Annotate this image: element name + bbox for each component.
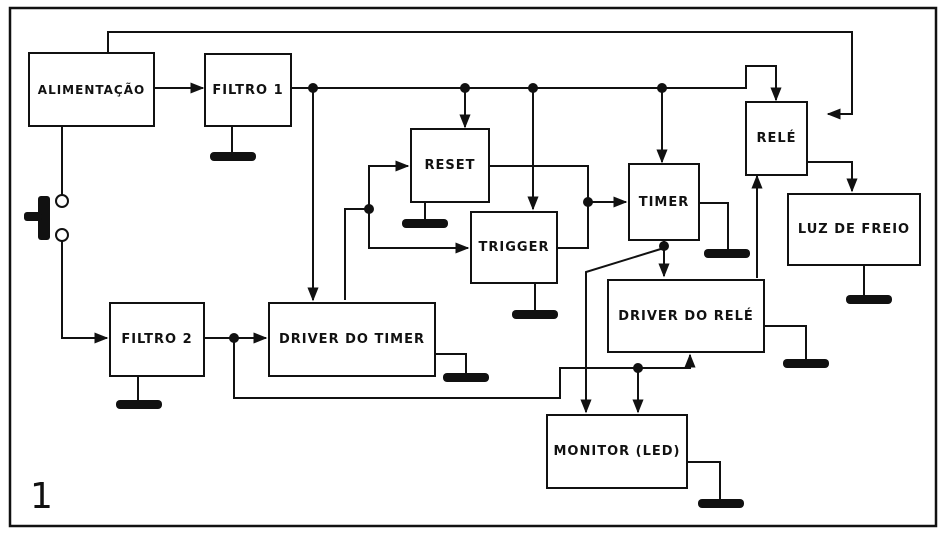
junction-dot — [633, 363, 643, 373]
junction-dot — [528, 83, 538, 93]
junction-dot — [583, 197, 593, 207]
block-timer: TIMER — [628, 163, 700, 241]
gnd-wire-monitor — [688, 461, 721, 502]
block-luz-de-freio: LUZ DE FREIO — [787, 193, 921, 266]
gnd-wire-timer — [700, 202, 729, 252]
wire-driver-reset — [368, 160, 410, 209]
block-monitor-led: MONITOR (LED) — [546, 414, 688, 489]
switch-icon — [24, 194, 69, 242]
wire-rele-luz — [808, 161, 858, 193]
ground-bar — [512, 310, 558, 319]
block-reset: RESET — [410, 128, 490, 203]
junction-dot — [659, 241, 669, 251]
block-filtro1: FILTRO 1 — [204, 53, 292, 127]
junction-dot — [308, 83, 318, 93]
ground-bar — [116, 400, 162, 409]
junction-dot — [229, 333, 239, 343]
block-rele: RELÉ — [745, 101, 808, 176]
junction-dot — [364, 204, 374, 214]
ground-bar — [402, 219, 448, 228]
ground-bar — [704, 249, 750, 258]
wire-driver-trigger — [368, 209, 470, 254]
ground-bar — [783, 359, 829, 368]
figure-number: 1 — [30, 476, 53, 517]
block-trigger: TRIGGER — [470, 211, 558, 284]
block-driver-do-rele: DRIVER DO RELÉ — [607, 279, 765, 353]
wire-reset-timer — [490, 165, 589, 202]
junction-dot — [657, 83, 667, 93]
frame-border — [8, 6, 938, 528]
wire-timer-monitor — [580, 247, 665, 414]
wire-main-rail — [292, 65, 782, 102]
wire-switch-filtro2 — [61, 240, 109, 344]
wire-alim-rele — [107, 31, 853, 120]
block-alimentacao: ALIMENTAÇÃO — [28, 52, 155, 127]
gnd-wire-driver-timer — [436, 353, 467, 376]
wire-filtro2-driver-rele — [233, 338, 696, 399]
ground-bar — [443, 373, 489, 382]
junction-dot — [460, 83, 470, 93]
ground-bar — [698, 499, 744, 508]
block-driver-do-timer: DRIVER DO TIMER — [268, 302, 436, 377]
ground-bar — [846, 295, 892, 304]
wire-driver-up — [344, 208, 369, 300]
wire-trigger-timer — [558, 202, 589, 249]
gnd-wire-driver-rele — [765, 325, 807, 362]
ground-bar — [210, 152, 256, 161]
block-filtro2: FILTRO 2 — [109, 302, 205, 377]
